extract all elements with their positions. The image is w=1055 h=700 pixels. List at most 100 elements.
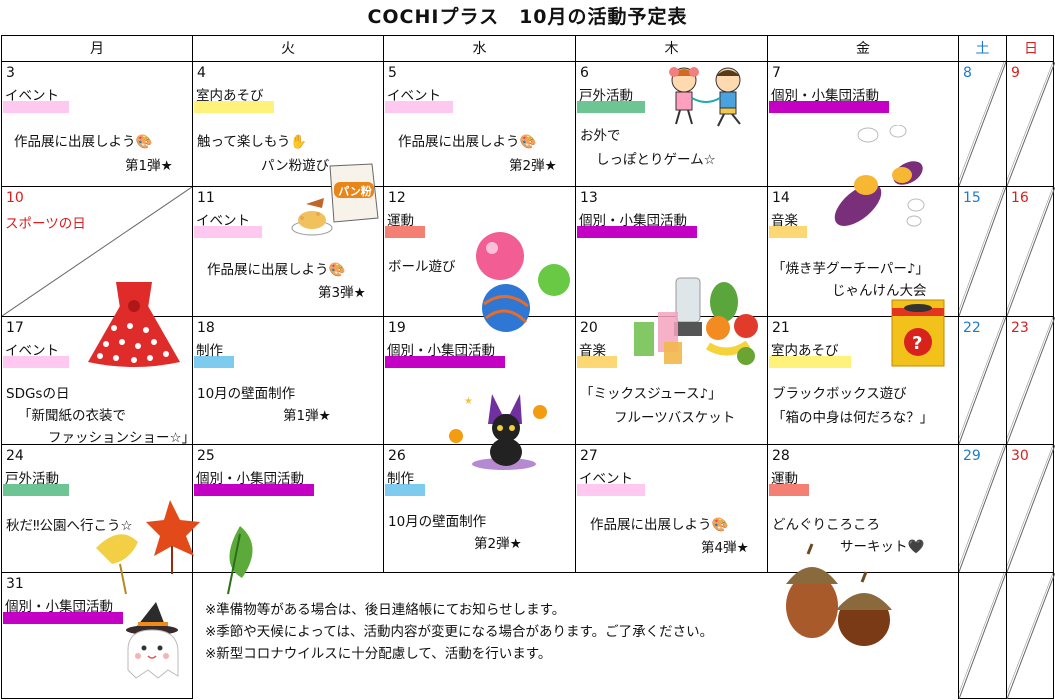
- closed-day-slash: [959, 573, 1006, 699]
- holiday-name: スポーツの日: [5, 216, 86, 232]
- date-number: 31: [6, 576, 24, 592]
- activity-category: 音楽: [579, 343, 606, 359]
- category-bar: [385, 484, 425, 496]
- date-number: 24: [6, 448, 24, 464]
- date-number: 3: [6, 65, 15, 81]
- category-bar: [194, 101, 274, 113]
- note-item: ※準備物等がある場合は、後日連絡帳にてお知らせします。: [205, 602, 566, 618]
- category-bar: [385, 101, 453, 113]
- closed-day-slash: [1007, 573, 1055, 699]
- activity-category: 個別・小集団活動: [771, 88, 879, 104]
- closed-day-slash: [1007, 317, 1055, 444]
- day-cell-27: 27 イベント 作品展に出展しよう🎨 第4弾★: [576, 445, 767, 572]
- category-bar: [194, 484, 314, 496]
- bread-crumbs-illustration: [291, 163, 379, 236]
- bread-crumbs-bag-label: パン粉: [338, 185, 372, 198]
- day-cell-4: 4 室内あそび 触って楽しもう✋ パン粉遊び: [193, 62, 383, 186]
- juice-fruits-illustration: [634, 277, 758, 365]
- balls-illustration: [476, 232, 570, 332]
- day-cell-15: 15: [959, 187, 1006, 316]
- day-cell-20: 20 音楽 「ミックスジュース♪」 フルーツバスケット: [576, 317, 767, 444]
- day-cell-23: 23: [1007, 317, 1055, 444]
- category-bar: [769, 101, 889, 113]
- date-number: 10: [6, 190, 24, 206]
- activity-text: ボール遊び: [388, 259, 456, 275]
- day-cell-13: 13 個別・小集団活動: [576, 187, 767, 316]
- closed-day-slash: [1007, 445, 1055, 572]
- activity-text: しっぽとりゲーム☆: [596, 152, 716, 168]
- category-bar: [3, 101, 69, 113]
- category-bar: [577, 484, 645, 496]
- date-number: 6: [580, 65, 589, 81]
- day-cell-12: 12 運動 ボール遊び: [384, 187, 575, 316]
- date-number: 28: [772, 448, 790, 464]
- activity-text: 第2弾★: [474, 536, 522, 552]
- category-bar: [385, 356, 505, 368]
- page-title: COCHIプラス 10月の活動予定表: [367, 6, 688, 28]
- activity-text: お外で: [580, 128, 621, 144]
- acorn-illustration: [786, 543, 892, 646]
- svg-text:★: ★: [464, 396, 473, 407]
- day-cell-24: 24 戸外活動 秋だ‼公園へ行こう☆: [2, 445, 192, 572]
- closed-day-slash: [1007, 62, 1055, 186]
- date-number: 29: [963, 448, 981, 464]
- date-number: 5: [388, 65, 397, 81]
- day-header-sun: 日: [1024, 41, 1038, 57]
- day-cell-14: 14 音楽 「焼き芋グーチーパー♪」 じゃんけん大会: [768, 187, 958, 316]
- day-cell-5: 5 イベント 作品展に出展しよう🎨 第2弾★: [384, 62, 575, 186]
- activity-category: 戸外活動: [579, 88, 633, 104]
- date-number: 22: [963, 320, 981, 336]
- closed-day-slash: [2, 187, 192, 316]
- day-cell-3: 3 イベント 作品展に出展しよう🎨 第1弾★: [2, 62, 192, 186]
- note-item: ※新型コロナウイルスに十分配慮して、活動を行います。: [205, 646, 552, 662]
- activity-text: 第2弾★: [509, 158, 557, 174]
- closed-day-slash: [959, 445, 1006, 572]
- date-number: 16: [1011, 190, 1029, 206]
- date-number: 19: [388, 320, 406, 336]
- day-header-sat: 土: [975, 41, 990, 57]
- day-cell-29: 29: [959, 445, 1006, 572]
- day-cell-8: 8: [959, 62, 1006, 186]
- closed-day-slash: [959, 187, 1006, 316]
- date-number: 4: [197, 65, 206, 81]
- category-bar: [577, 356, 617, 368]
- closed-day-slash: [959, 62, 1006, 186]
- date-number: 18: [197, 320, 215, 336]
- activity-text: 第3弾★: [318, 285, 366, 301]
- closed-day-slash: [1007, 187, 1055, 316]
- children-running-illustration: [669, 67, 741, 127]
- activity-text: 第4弾★: [701, 540, 749, 556]
- activity-category: 個別・小集団活動: [387, 343, 495, 359]
- date-number: 20: [580, 320, 598, 336]
- mystery-box-illustration: ?: [891, 299, 945, 367]
- day-cell-26: 26 制作 10月の壁面制作 第2弾★: [384, 445, 575, 572]
- activity-category: イベント: [196, 213, 250, 229]
- activity-text: ファッションショー☆」: [48, 430, 192, 444]
- date-number: 25: [197, 448, 215, 464]
- day-cell-22: 22: [959, 317, 1006, 444]
- activity-text: SDGsの日: [6, 386, 70, 402]
- day-cell-18: 18 制作 10月の壁面制作 第1弾★: [193, 317, 383, 444]
- date-number: 30: [1011, 448, 1029, 464]
- date-number: 9: [1011, 65, 1020, 81]
- day-cell-30: 30: [1007, 445, 1055, 572]
- ghost-illustration: [126, 602, 179, 679]
- day-header-tue: 火: [281, 41, 295, 57]
- activity-text: パン粉遊び: [261, 158, 330, 174]
- activity-category: イベント: [387, 88, 441, 104]
- activity-category: 運動: [387, 213, 414, 229]
- notes: ※準備物等がある場合は、後日連絡帳にてお知らせします。 ※季節や天候によっては、…: [205, 599, 713, 665]
- dress-illustration: [88, 282, 180, 367]
- day-cell-11: 11 イベント 作品展に出展しよう🎨 第3弾★: [193, 187, 383, 316]
- day-cell-21: 21 室内あそび ブラックボックス遊び 「箱の中身は何だろな？」: [768, 317, 958, 444]
- date-number: 23: [1011, 320, 1029, 336]
- day-header-wed: 水: [472, 41, 487, 57]
- date-number: 17: [6, 320, 24, 336]
- category-bar: [769, 484, 809, 496]
- activity-text: サーキット🖤: [840, 539, 925, 555]
- category-bar: [3, 612, 123, 624]
- category-bar: [3, 356, 69, 368]
- day-header-thu: 木: [664, 41, 679, 57]
- category-bar: [577, 226, 697, 238]
- date-number: 21: [772, 320, 790, 336]
